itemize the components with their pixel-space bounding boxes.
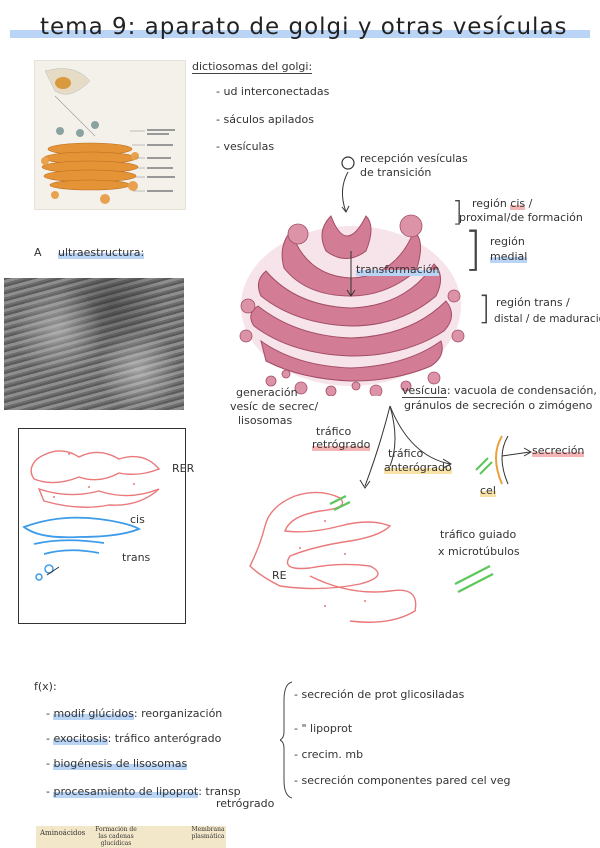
fx-left-rest-1: : reorganización [134,707,222,720]
dictiosomas-item-3: - vesículas [216,140,274,153]
anterogrado-1: tráfico [388,448,423,460]
dictiosomas-item-2: - sáculos apilados [216,113,314,126]
reception-label: recepción vesículas de transición [360,152,468,180]
retrogrado-1: tráfico [316,426,351,438]
region-trans-1: región trans / [496,296,570,309]
region-trans-2: distal / de maduración [494,313,600,325]
traffic-diagram [240,396,600,646]
fx-left-extra: retrógrado [216,797,274,810]
dictiosomas-heading: dictiosomas del golgi: [192,60,312,73]
region-medial-2-text: medial [490,250,527,263]
retrogrado-2: retrógrado [312,438,370,451]
golgi-illustration-drawing [35,61,185,209]
ultra-label: ultraestructura: [58,246,144,259]
fx-left-label-1: modif glúcidos [53,707,133,720]
electron-micrograph-overlay [4,278,184,410]
region-medial-1: región [490,235,525,248]
bottom-label-3: Membrana plasmática [188,826,228,848]
golgi-illustration [34,60,186,210]
dictiosomas-heading-text: dictiosomas del golgi: [192,60,312,74]
fx-left-label-4: procesamiento de lipoprot [53,785,198,798]
fx-heading: f(x): [34,680,57,693]
secrecion-text: secreción [532,444,584,457]
fx-left-label-3: biogénesis de lisosomas [53,757,187,770]
rer-golgi-drawing [19,429,185,623]
fx-left-rest-2: : tráfico anterógrado [108,732,222,745]
brace-trans: ] [478,292,490,324]
golgi-apparatus-svg [236,196,466,396]
region-cis-word: cis [510,197,525,210]
ultra-label-text: ultraestructura: [58,246,144,259]
transformacion-label: transformación [356,263,439,276]
fx-left-item-4: - procesamiento de lipoprot: transp [46,785,241,798]
page-title: tema 9: aparato de golgi y otras vesícul… [40,14,568,40]
region-cis: región cis / [472,197,532,210]
brace-medial: ] [464,226,482,272]
golgi-apparatus-drawing [236,196,466,396]
anterogrado-2: anterógrado [384,461,452,474]
reception-arrow [336,170,356,219]
rer-golgi-diagram [18,428,186,624]
region-cis-prefix: región [472,197,510,210]
dictiosomas-item-1: - ud interconectadas [216,85,329,98]
label-trans: trans [122,551,150,564]
fx-right-item-3: - crecim. mb [294,748,363,761]
label-cis: cis [130,513,145,526]
region-cis-suffix: / [525,197,532,210]
guiado-1: tráfico guiado [440,528,516,541]
ultra-bullet: A [34,246,42,259]
fx-right-item-1: - secreción de prot glicosiladas [294,688,464,701]
fx-right-item-2: - " lipoprot [294,722,352,735]
anterogrado-2-text: anterógrado [384,461,452,474]
fx-left-item-3: - biogénesis de lisosomas [46,757,187,770]
fx-right-item-4: - secreción componentes pared cel veg [294,774,510,787]
region-medial-2: medial [490,250,527,263]
cel-label: cel [480,484,496,497]
retrogrado-2-text: retrógrado [312,438,370,451]
secrecion-label: secreción [532,444,584,457]
bottom-label-1: Aminoácidos [40,829,85,837]
bottom-label-2: Formación de las cadenas glucídicas [92,826,140,848]
guiado-2: x microtúbulos [438,545,520,558]
fx-left-item-2: - exocitosis: tráfico anterógrado [46,732,221,745]
fx-left-item-1: - modif glúcidos: reorganización [46,707,222,720]
transformacion-text: transformación [356,263,439,276]
reception-circle-svg [340,155,356,171]
reception-arrow-svg [336,170,356,215]
label-rer: RER [172,462,194,475]
re-label: RE [272,569,287,582]
fx-left-label-2: exocitosis [53,732,107,745]
traffic-diagram-svg [240,396,600,646]
cel-text: cel [480,484,496,497]
